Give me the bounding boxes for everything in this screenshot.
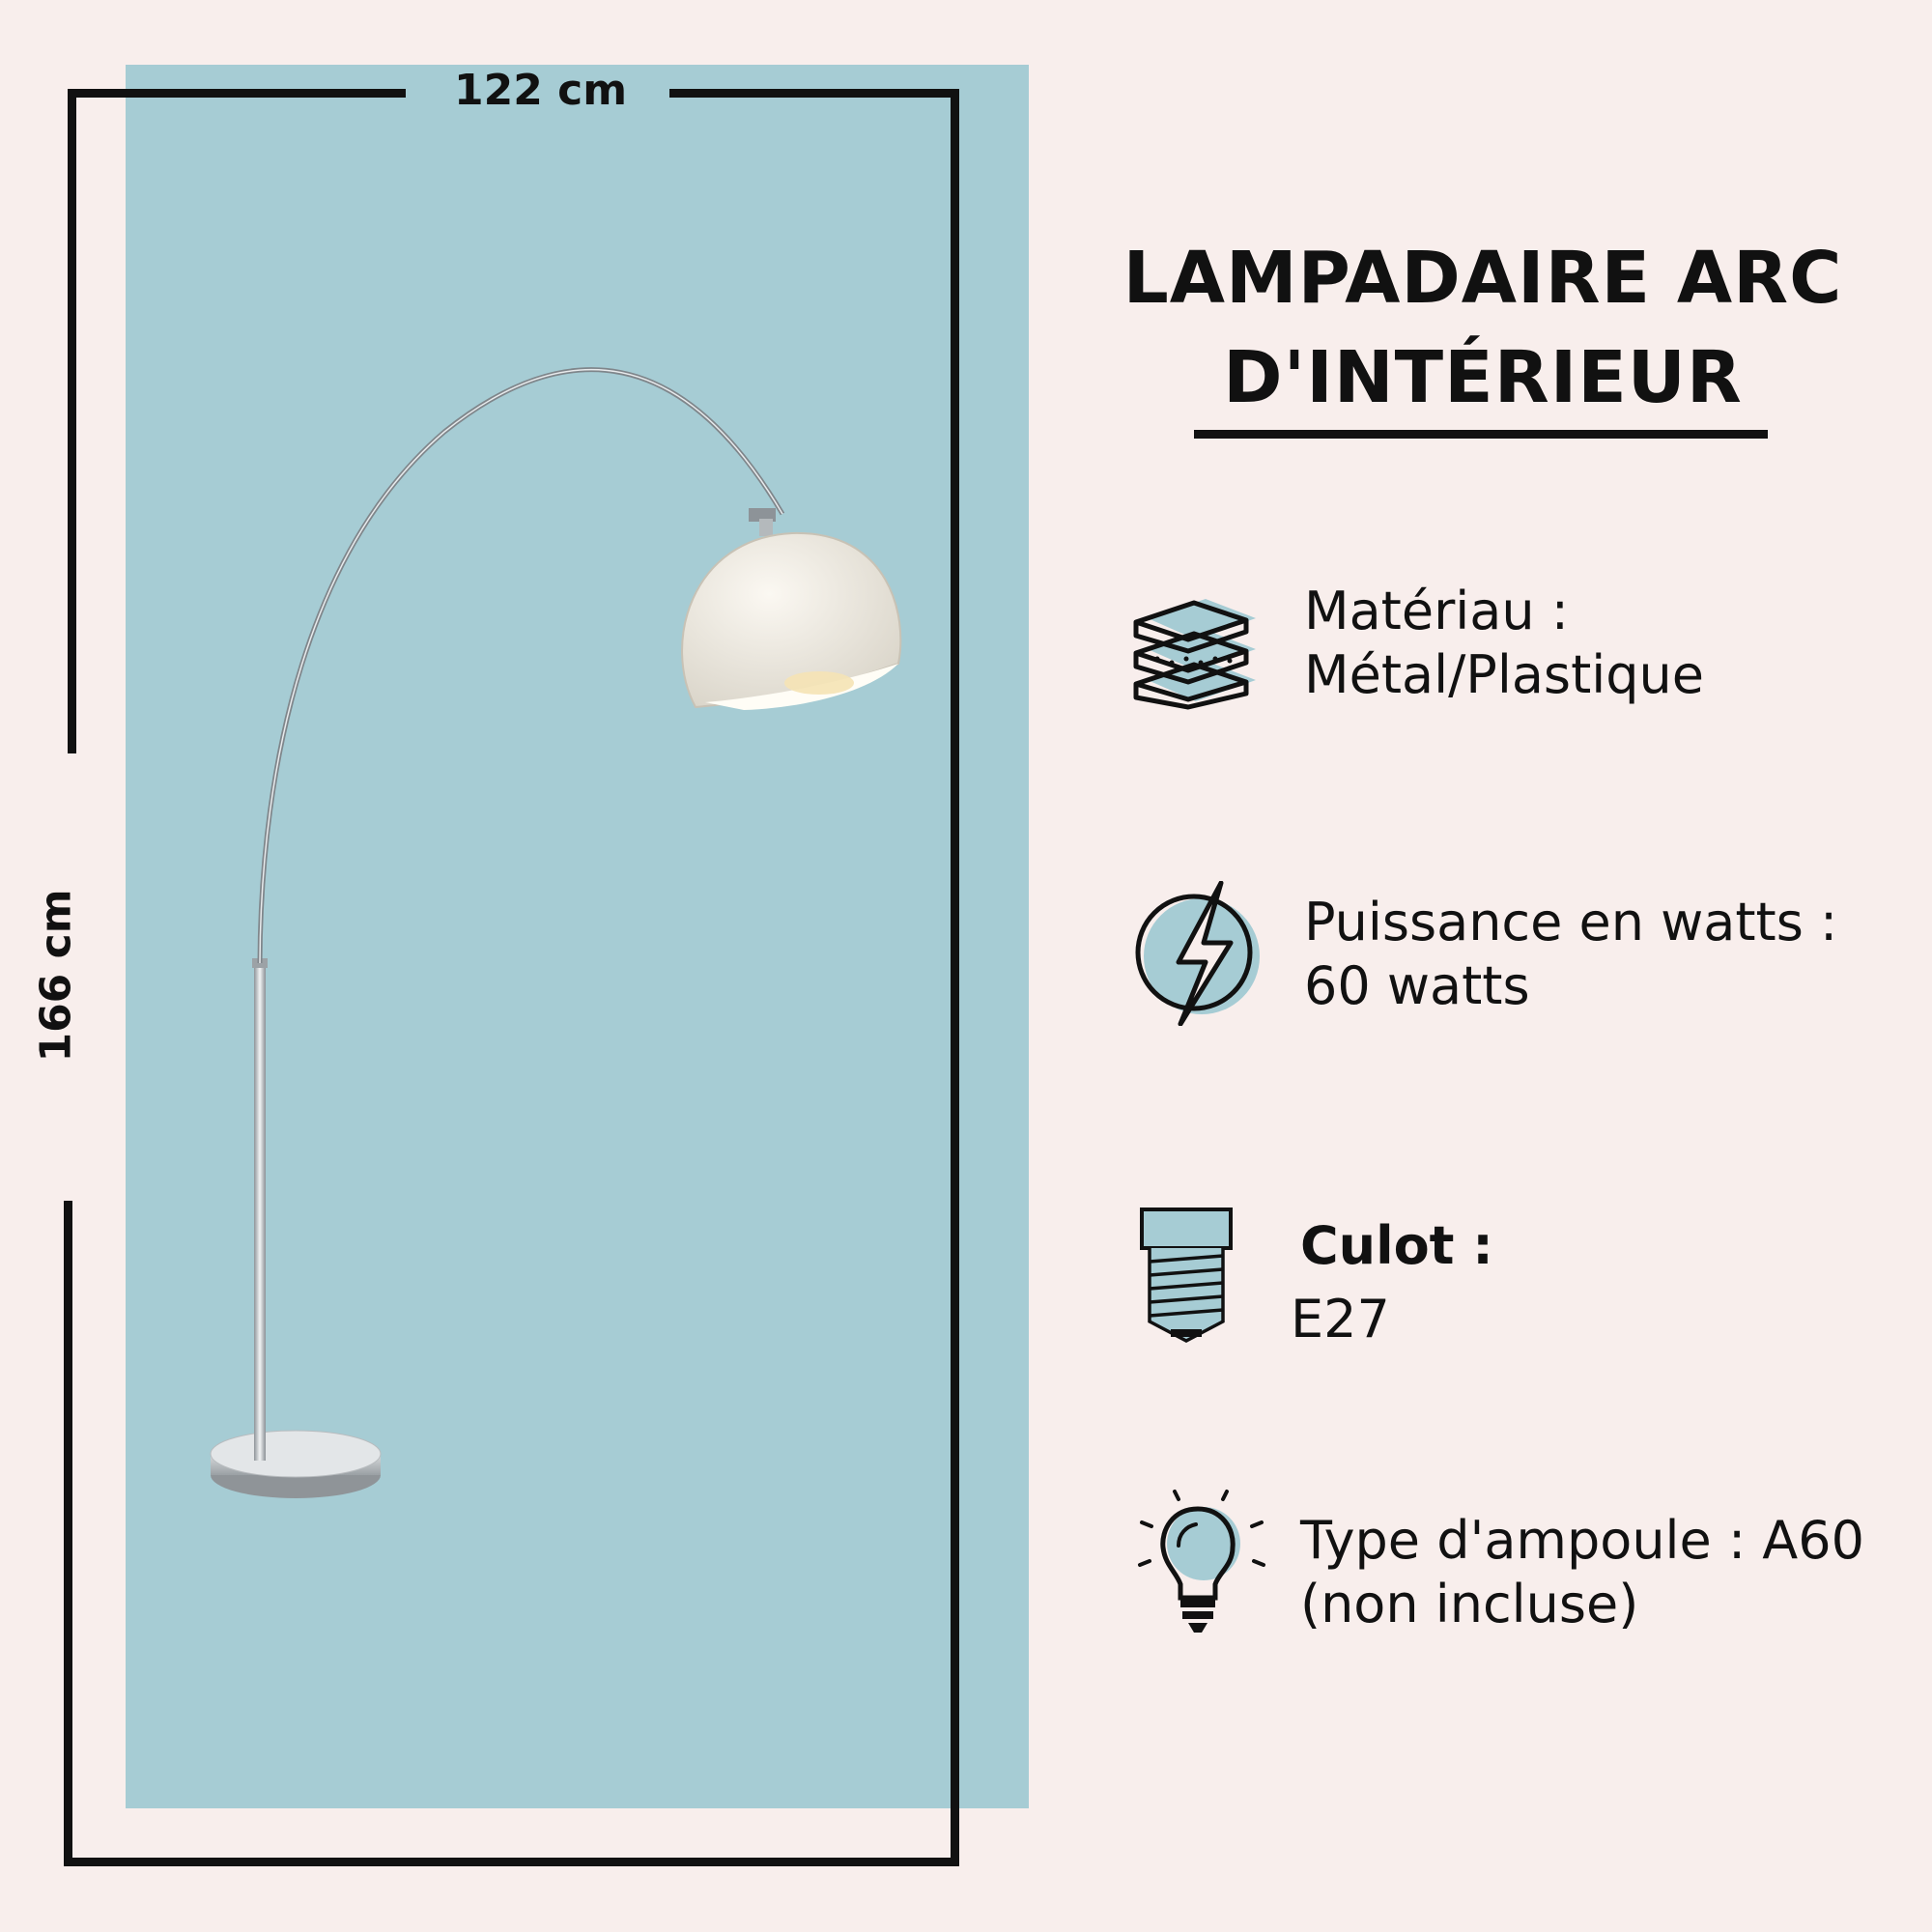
right-dimension-line <box>951 89 959 1866</box>
bottom-dimension-line <box>64 1858 959 1866</box>
spec-socket-label: Culot : <box>1300 1215 1493 1276</box>
spec-material-value: Métal/Plastique <box>1304 644 1704 705</box>
arc-floor-lamp-image <box>210 367 902 1498</box>
product-title-line-1: LAMPADAIRE ARC <box>1122 237 1843 320</box>
lightning-power-icon <box>1135 881 1260 1026</box>
spec-material-label: Matériau : <box>1304 581 1569 641</box>
light-bulb-icon <box>1138 1490 1265 1633</box>
spec-bulb-type-value: (non incluse) <box>1300 1574 1639 1634</box>
spec-power-value: 60 watts <box>1304 955 1530 1016</box>
width-dimension-line-left <box>68 89 406 98</box>
spec-power: Puissance en watts : 60 watts <box>1304 891 1837 1018</box>
width-dimension-line-right <box>669 89 959 98</box>
layers-material-icon <box>1133 599 1256 710</box>
height-dimension-line-top <box>68 89 76 753</box>
product-title-line-2: D'INTÉRIEUR <box>1223 336 1743 419</box>
spec-material: Matériau : Métal/Plastique <box>1304 580 1704 707</box>
bulb-socket-icon <box>1140 1208 1233 1343</box>
height-label: 166 cm <box>31 889 81 1063</box>
title-underline <box>1194 430 1768 439</box>
spec-bulb-type-label: Type d'ampoule : A60 <box>1300 1510 1864 1571</box>
spec-bulb-type: Type d'ampoule : A60 (non incluse) <box>1300 1509 1864 1636</box>
spec-socket-value: E27 <box>1291 1289 1390 1350</box>
height-dimension-line-bottom <box>64 1201 72 1866</box>
product-image-panel <box>126 65 1029 1808</box>
width-label: 122 cm <box>454 66 628 115</box>
spec-socket: Culot : E27 <box>1291 1209 1493 1356</box>
spec-power-label: Puissance en watts : <box>1304 892 1838 952</box>
